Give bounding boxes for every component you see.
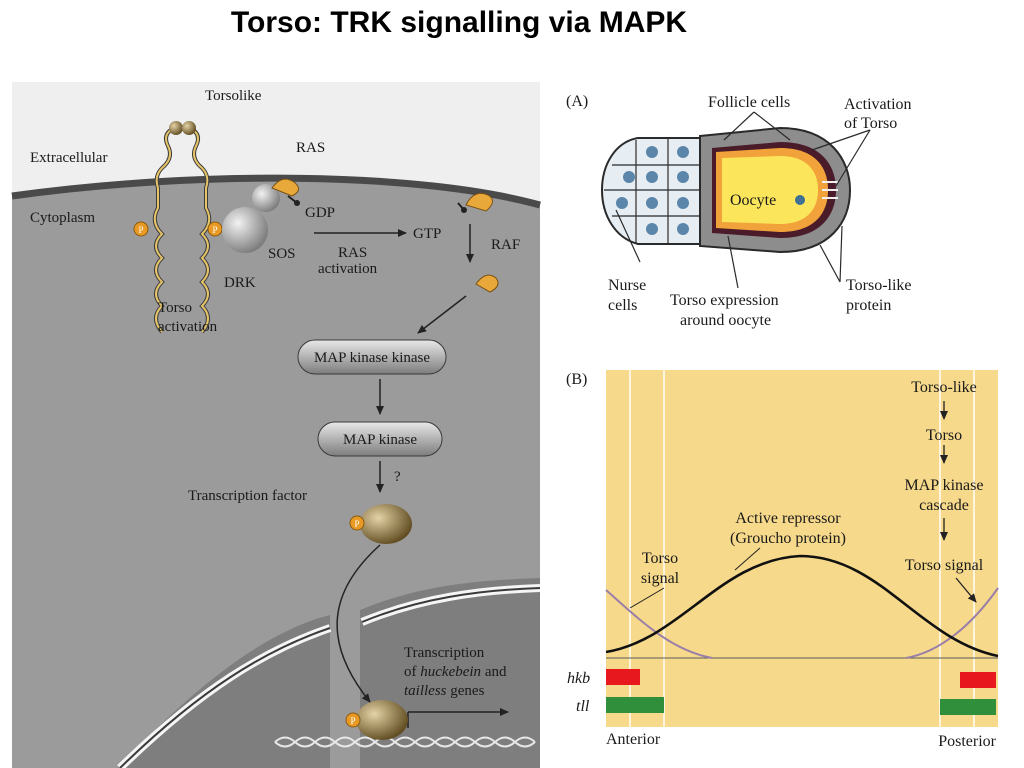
torso-like-protein-label-2: protein	[846, 297, 891, 314]
phospho-marker: P	[133, 221, 149, 237]
panel-b-guides	[629, 370, 975, 727]
ras-protein	[271, 178, 299, 197]
nurse-cells-label-2: cells	[608, 297, 637, 314]
activation-of-torso-label-2: of Torso	[844, 115, 897, 132]
panel-a: (A)	[566, 93, 912, 329]
svg-text:P: P	[138, 225, 143, 235]
hkb-anterior-bar	[606, 669, 640, 685]
svg-text:P: P	[354, 519, 359, 529]
tll-posterior-bar	[940, 699, 996, 715]
mapk-label: MAP kinase	[343, 432, 417, 448]
oocyte-nucleus	[795, 195, 805, 205]
follicle-cells-label: Follicle cells	[708, 94, 790, 111]
torso-signal-left-label: Torso	[642, 550, 678, 567]
extracellular-region	[12, 82, 540, 205]
ras-label: RAS	[296, 140, 325, 156]
torsolike-ligand	[169, 121, 183, 135]
transcription-label-3: tailless genes	[404, 683, 485, 699]
oocyte	[722, 156, 818, 224]
cascade-cascade-label: cascade	[919, 497, 969, 514]
nuclear-import-arrow	[336, 544, 381, 703]
transcription-label-2: of huckebein and	[404, 664, 507, 680]
torso-like-protein-label: Torso-like	[846, 277, 912, 294]
transcription-label: Transcription	[404, 645, 485, 661]
tll-label: tll	[576, 698, 590, 715]
active-repressor-label: Active repressor	[735, 510, 841, 527]
slide-title: Torso: TRK signalling via MAPK	[230, 6, 688, 39]
torso-activation-marks	[822, 181, 838, 199]
pathway-panel: P P P	[11, 82, 541, 768]
cascade-torso-like-label: Torso-like	[911, 379, 977, 396]
groucho-repressor-curve	[605, 554, 999, 658]
torso-activation-label: Torso	[158, 300, 192, 316]
cascade-mapk-label: MAP kinase	[905, 477, 984, 494]
posterior-label: Posterior	[938, 733, 996, 750]
cascade-torso-signal-label: Torso signal	[905, 557, 984, 574]
torso-signal-left-label-2: signal	[641, 570, 680, 587]
torso-expression-label-2: around oocyte	[680, 312, 771, 329]
anterior-label: Anterior	[606, 731, 661, 748]
transcription-factor	[360, 504, 412, 544]
torso-expression-label: Torso expression	[670, 292, 779, 309]
panel-a-label: (A)	[566, 93, 588, 110]
mapkk-label: MAP kinase kinase	[314, 350, 430, 366]
question-label: ?	[394, 469, 401, 485]
raf-label: RAF	[491, 237, 520, 253]
raf-protein	[475, 274, 499, 293]
nurse-cells-label: Nurse	[608, 277, 646, 294]
cytoplasm-label: Cytoplasm	[30, 210, 95, 226]
cascade-torso-label: Torso	[926, 427, 962, 444]
mapkk-node	[297, 339, 447, 375]
phospho-marker: P	[345, 712, 361, 728]
phospho-marker: P	[207, 221, 223, 237]
svg-text:P: P	[350, 716, 355, 726]
phospho-marker: P	[349, 515, 365, 531]
active-repressor-label-2: (Groucho protein)	[730, 530, 846, 547]
plasma-membrane	[11, 174, 541, 209]
tll-anterior-bar	[606, 697, 664, 713]
transcription-factor-label: Transcription factor	[188, 488, 307, 504]
activation-of-torso-label: Activation	[844, 96, 912, 113]
torso-signal-posterior-curve	[905, 587, 999, 659]
torso-activation-label-2: activation	[158, 319, 218, 335]
hkb-label: hkb	[567, 670, 590, 687]
panel-b: (B) Torso-like Torso MAP kinase cascade …	[566, 370, 999, 750]
ras-gtp-protein	[465, 192, 493, 212]
torso-receptor	[152, 121, 212, 334]
svg-text:P: P	[212, 225, 217, 235]
dna-helix	[274, 736, 536, 748]
oocyte-label: Oocyte	[730, 192, 776, 209]
panel-b-label: (B)	[566, 371, 587, 388]
hkb-posterior-bar	[960, 672, 996, 688]
sos-protein	[252, 184, 280, 212]
extracellular-label: Extracellular	[30, 150, 107, 166]
transcription-factor-bound	[356, 700, 408, 740]
ras-activation-label: RAS	[338, 245, 367, 261]
nurse-nuclei	[616, 146, 689, 235]
gtp-label: GTP	[413, 226, 441, 242]
panel-b-background	[606, 370, 998, 727]
drk-label: DRK	[224, 275, 256, 291]
drk-protein	[222, 207, 268, 253]
mapk-node	[317, 421, 443, 457]
ras-activation-label-2: activation	[318, 261, 378, 277]
torsolike-label: Torsolike	[205, 88, 262, 104]
gdp-label: GDP	[305, 205, 335, 221]
sos-label: SOS	[268, 246, 296, 262]
